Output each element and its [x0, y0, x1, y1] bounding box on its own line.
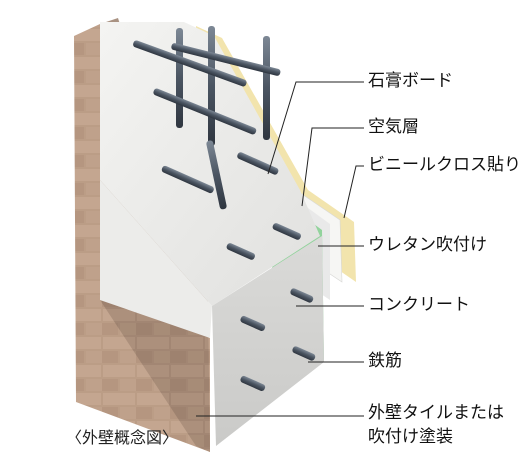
label-air-layer: 空気層 [368, 117, 419, 137]
rebar-ends [240, 288, 316, 391]
leader-lines [196, 81, 364, 417]
label-urethane-spray: ウレタン吹付け [368, 235, 487, 255]
label-gypsum-board: 石膏ボード [368, 71, 453, 91]
label-vinyl-cloth: ビニールクロス貼り [368, 155, 521, 175]
concrete-slope [100, 22, 212, 338]
concrete-front [212, 236, 324, 446]
label-exterior-finish-line2: 吹付け塗装 [368, 427, 453, 447]
horizontal-rebars [133, 40, 301, 260]
label-exterior-finish-line1: 外壁タイルまたは [368, 403, 504, 423]
label-rebar: 鉄筋 [368, 351, 402, 371]
label-concrete: コンクリート [368, 295, 470, 315]
diagram-caption: 〈外壁概念図〉 [66, 428, 179, 447]
